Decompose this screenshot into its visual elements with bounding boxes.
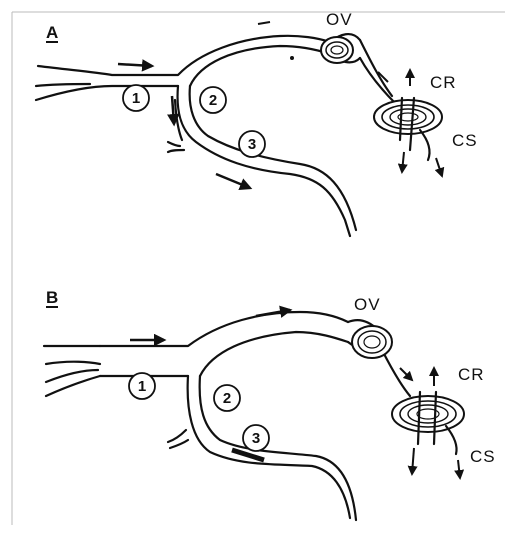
flow-mark	[258, 22, 270, 24]
arrow-down-icon	[412, 448, 414, 474]
panel-b-label: B	[46, 288, 58, 307]
panel-a: A	[36, 10, 478, 236]
branch-3-label: 3	[252, 430, 260, 447]
panel-b-ovary	[352, 326, 392, 358]
branch-3-label: 3	[248, 136, 256, 153]
panel-b-flow-arrows	[130, 310, 460, 478]
panel-a-cs-label: CS	[452, 131, 478, 150]
panel-b-cs-label: CS	[470, 447, 496, 466]
arrow-down-icon	[172, 96, 174, 124]
branch-1-label: 1	[138, 378, 146, 395]
panel-a-label: A	[46, 23, 58, 42]
arrow-down-icon	[402, 152, 404, 172]
branch-1-label: 1	[132, 90, 140, 107]
dot-marker	[290, 56, 294, 60]
panel-a-ovary	[321, 37, 353, 63]
panel-b-coil	[392, 392, 464, 454]
panel-a-coil	[374, 98, 442, 160]
arrow-down-right-icon	[216, 174, 250, 188]
panel-a-vessel-tree	[36, 34, 396, 236]
branch-2-label: 2	[223, 390, 231, 407]
panel-b-cr-label: CR	[458, 365, 485, 384]
panel-a-ov-label: OV	[326, 10, 353, 29]
panel-b-ov-label: OV	[354, 295, 381, 314]
panel-b: B	[44, 288, 496, 520]
panel-a-cr-label: CR	[430, 73, 457, 92]
arrow-down-icon	[436, 158, 442, 176]
arrow-down-right-icon	[400, 368, 412, 380]
arrow-down-icon	[458, 460, 460, 478]
arrow-right-icon	[118, 64, 152, 66]
branch-2-label: 2	[209, 92, 217, 109]
